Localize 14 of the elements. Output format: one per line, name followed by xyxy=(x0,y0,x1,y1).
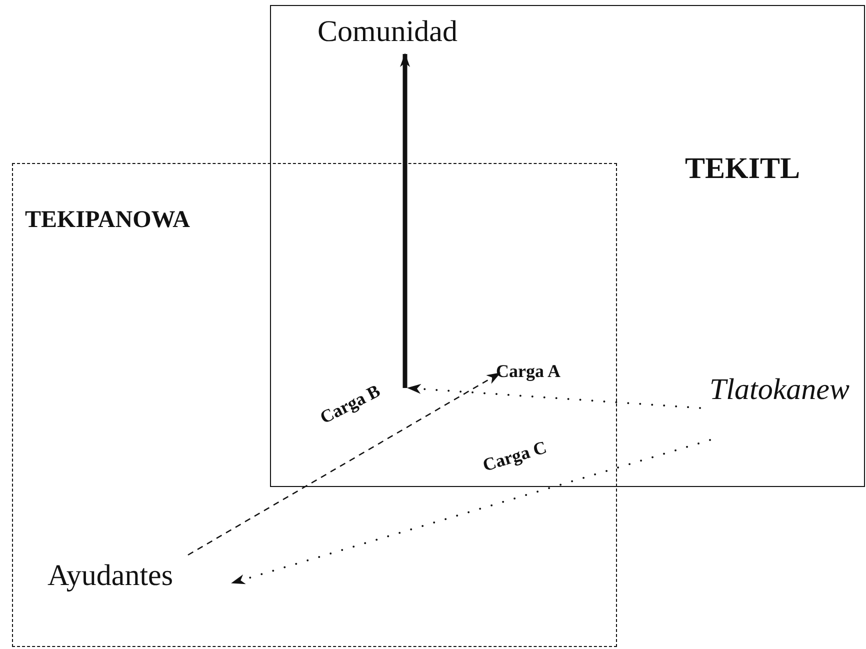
arrow xyxy=(407,384,701,409)
arrow xyxy=(188,372,501,556)
node-label: Comunidad xyxy=(318,14,458,50)
frame xyxy=(270,5,865,487)
edge-label: Carga C xyxy=(480,436,550,476)
node-label: Ayudantes xyxy=(48,558,174,594)
dashed-frame xyxy=(12,163,617,647)
edge-label: Carga B xyxy=(316,380,384,428)
arrow xyxy=(400,53,410,388)
edge-label: Carga A xyxy=(496,361,560,382)
arrow xyxy=(231,439,711,584)
frame-heading: TEKIPANOWA xyxy=(25,206,190,235)
frame-heading: TEKITL xyxy=(685,151,800,187)
node-label: Tlatokanew xyxy=(710,372,850,408)
